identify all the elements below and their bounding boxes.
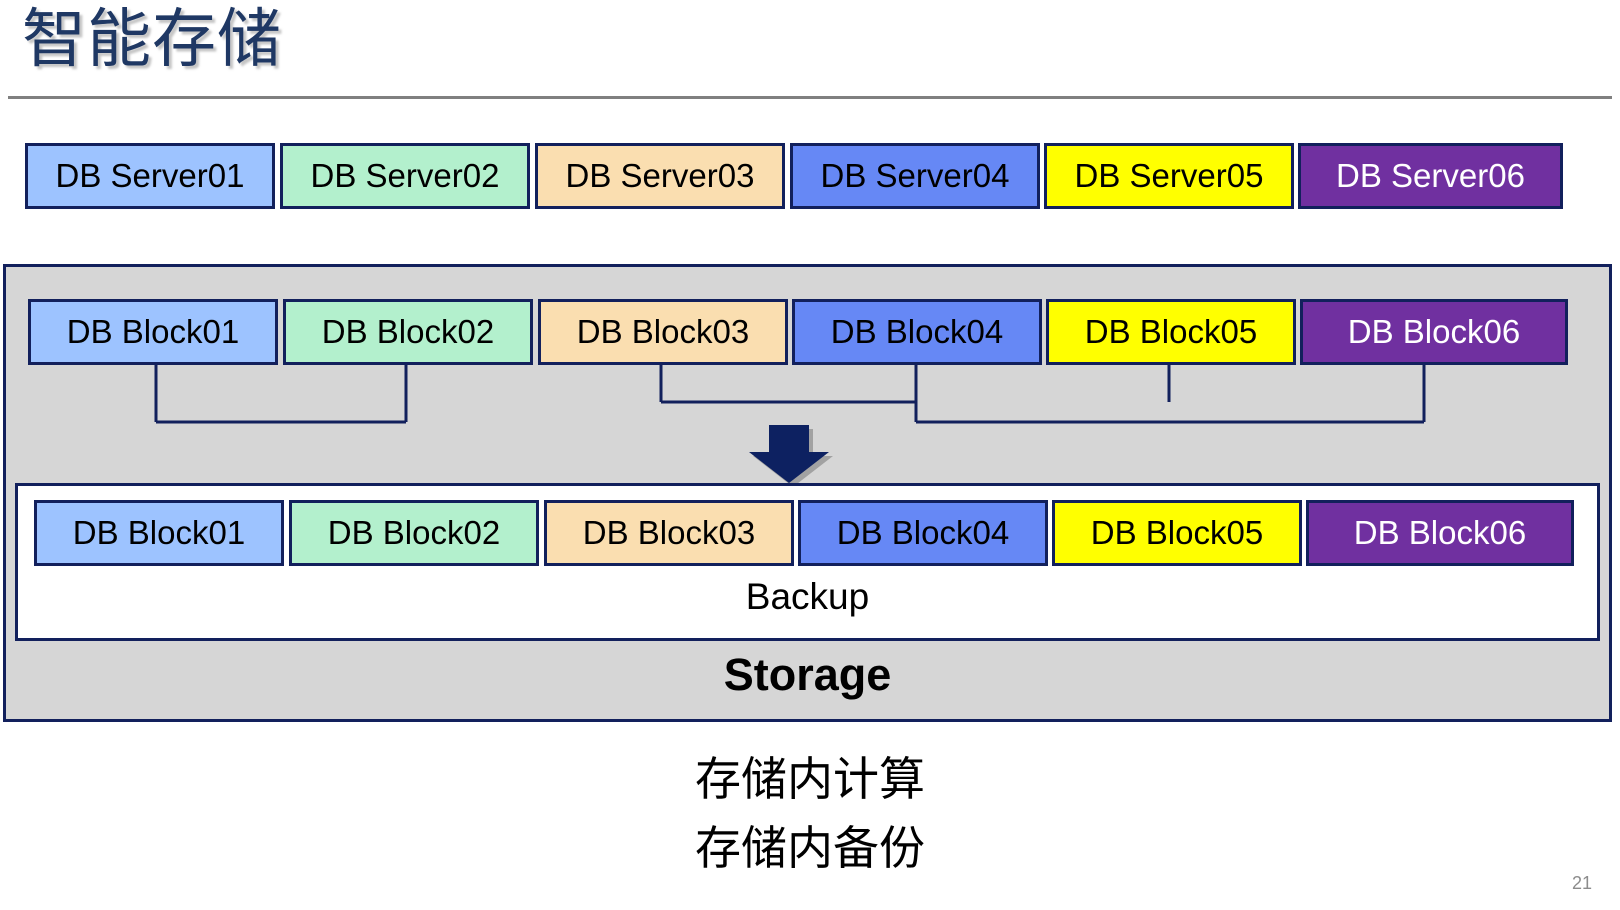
db-server-box-label: DB Server03 bbox=[565, 157, 755, 194]
db-server-box-label: DB Server02 bbox=[310, 157, 500, 194]
db-server-box-1[interactable]: DB Server01 bbox=[25, 143, 275, 209]
backup-panel: DB Block01 DB Block02 DB Block03 DB Block04… bbox=[15, 483, 1600, 641]
db-backup-block-box-label: DB Block03 bbox=[582, 514, 756, 551]
title-divider bbox=[8, 96, 1612, 99]
down-arrow-icon bbox=[749, 425, 829, 483]
db-server-box-label: DB Server05 bbox=[1074, 157, 1264, 194]
db-server-box-3[interactable]: DB Server03 bbox=[535, 143, 785, 209]
db-server-box-label: DB Server06 bbox=[1336, 157, 1525, 194]
db-server-box-6[interactable]: DB Server06 bbox=[1298, 143, 1563, 209]
db-backup-block-box-2[interactable]: DB Block02 bbox=[289, 500, 539, 566]
db-block-box-label: DB Block04 bbox=[830, 313, 1004, 350]
down-arrow-shadow bbox=[753, 429, 833, 487]
db-backup-block-box-3[interactable]: DB Block03 bbox=[544, 500, 794, 566]
db-backup-block-box-label: DB Block02 bbox=[327, 514, 501, 551]
db-block-box-label: DB Block02 bbox=[321, 313, 495, 350]
storage-label: Storage bbox=[723, 649, 892, 700]
db-block-box-6[interactable]: DB Block06 bbox=[1300, 299, 1568, 365]
db-block-box-label: DB Block01 bbox=[66, 313, 240, 350]
db-server-box-2[interactable]: DB Server02 bbox=[280, 143, 530, 209]
db-block-box-5[interactable]: DB Block05 bbox=[1046, 299, 1296, 365]
db-block-box-label: DB Block05 bbox=[1084, 313, 1258, 350]
db-backup-block-box-label: DB Block01 bbox=[72, 514, 246, 551]
db-server-box-5[interactable]: DB Server05 bbox=[1044, 143, 1294, 209]
db-block-box-4[interactable]: DB Block04 bbox=[792, 299, 1042, 365]
backup-label: Backup bbox=[745, 576, 870, 617]
footer-note-compute: 存储内计算 bbox=[695, 753, 925, 805]
page-title: 智能存储 bbox=[22, 3, 282, 75]
storage-container: DB Block01 DB Block02 DB Block03 DB Block04… bbox=[3, 264, 1612, 722]
db-server-box-4[interactable]: DB Server04 bbox=[790, 143, 1040, 209]
db-block-box-2[interactable]: DB Block02 bbox=[283, 299, 533, 365]
db-block-box-label: DB Block06 bbox=[1347, 313, 1521, 350]
db-block-box-1[interactable]: DB Block01 bbox=[28, 299, 278, 365]
db-backup-block-box-5[interactable]: DB Block05 bbox=[1052, 500, 1302, 566]
db-server-box-label: DB Server01 bbox=[55, 157, 245, 194]
db-backup-block-box-label: DB Block04 bbox=[836, 514, 1010, 551]
db-backup-block-box-label: DB Block06 bbox=[1353, 514, 1527, 551]
db-backup-block-box-label: DB Block05 bbox=[1090, 514, 1264, 551]
db-block-box-label: DB Block03 bbox=[576, 313, 750, 350]
db-backup-block-box-4[interactable]: DB Block04 bbox=[798, 500, 1048, 566]
page-number: 21 bbox=[1571, 873, 1592, 893]
footer-note-backup: 存储内备份 bbox=[695, 822, 925, 874]
db-server-box-label: DB Server04 bbox=[820, 157, 1010, 194]
db-backup-block-box-6[interactable]: DB Block06 bbox=[1306, 500, 1574, 566]
db-backup-block-box-1[interactable]: DB Block01 bbox=[34, 500, 284, 566]
db-block-box-3[interactable]: DB Block03 bbox=[538, 299, 788, 365]
